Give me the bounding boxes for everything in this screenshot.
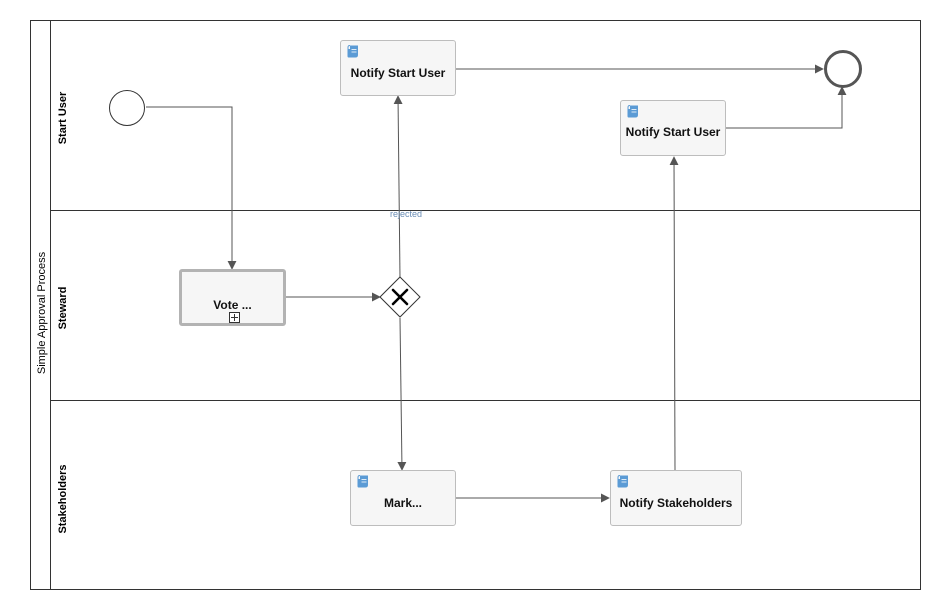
lane-divider [51,400,921,401]
pool-header [30,20,51,590]
task-notify-stakeholders[interactable]: Notify Stakeholders [610,470,742,526]
task-mark[interactable]: Mark... [350,470,456,526]
exclusive-gateway[interactable] [379,276,421,318]
flow-notify-start-user-2-to-end [726,86,847,129]
flow-start-to-vote [146,106,237,270]
script-icon [357,475,368,488]
pool [30,20,921,590]
rejected-flow-label: rejected [390,209,423,219]
subprocess-label: Vote ... [213,298,252,312]
flow-gateway-rejected [393,95,403,279]
lane-divider [51,210,921,211]
task-label: Mark... [383,496,422,510]
start-event[interactable] [109,90,145,126]
task-notify-start-user-1[interactable]: Notify Start User [340,40,456,96]
task-notify-start-user-2[interactable]: Notify Start User [620,100,726,156]
subprocess-vote[interactable]: Vote ... [179,269,286,326]
flow-gateway-to-mark [397,317,407,471]
task-label: Notify Stakeholders [619,496,733,510]
script-icon [347,45,358,58]
task-label: Notify Start User [350,66,446,80]
end-event[interactable] [824,50,862,88]
script-icon [617,475,628,488]
collapsed-subprocess-plus-icon[interactable] [229,312,240,323]
task-label: Notify Start User [625,125,721,139]
exclusive-gateway-x-icon [391,288,409,306]
script-icon [627,105,638,118]
flow-notify-stakeholders-to-notify-start-user [669,156,679,471]
